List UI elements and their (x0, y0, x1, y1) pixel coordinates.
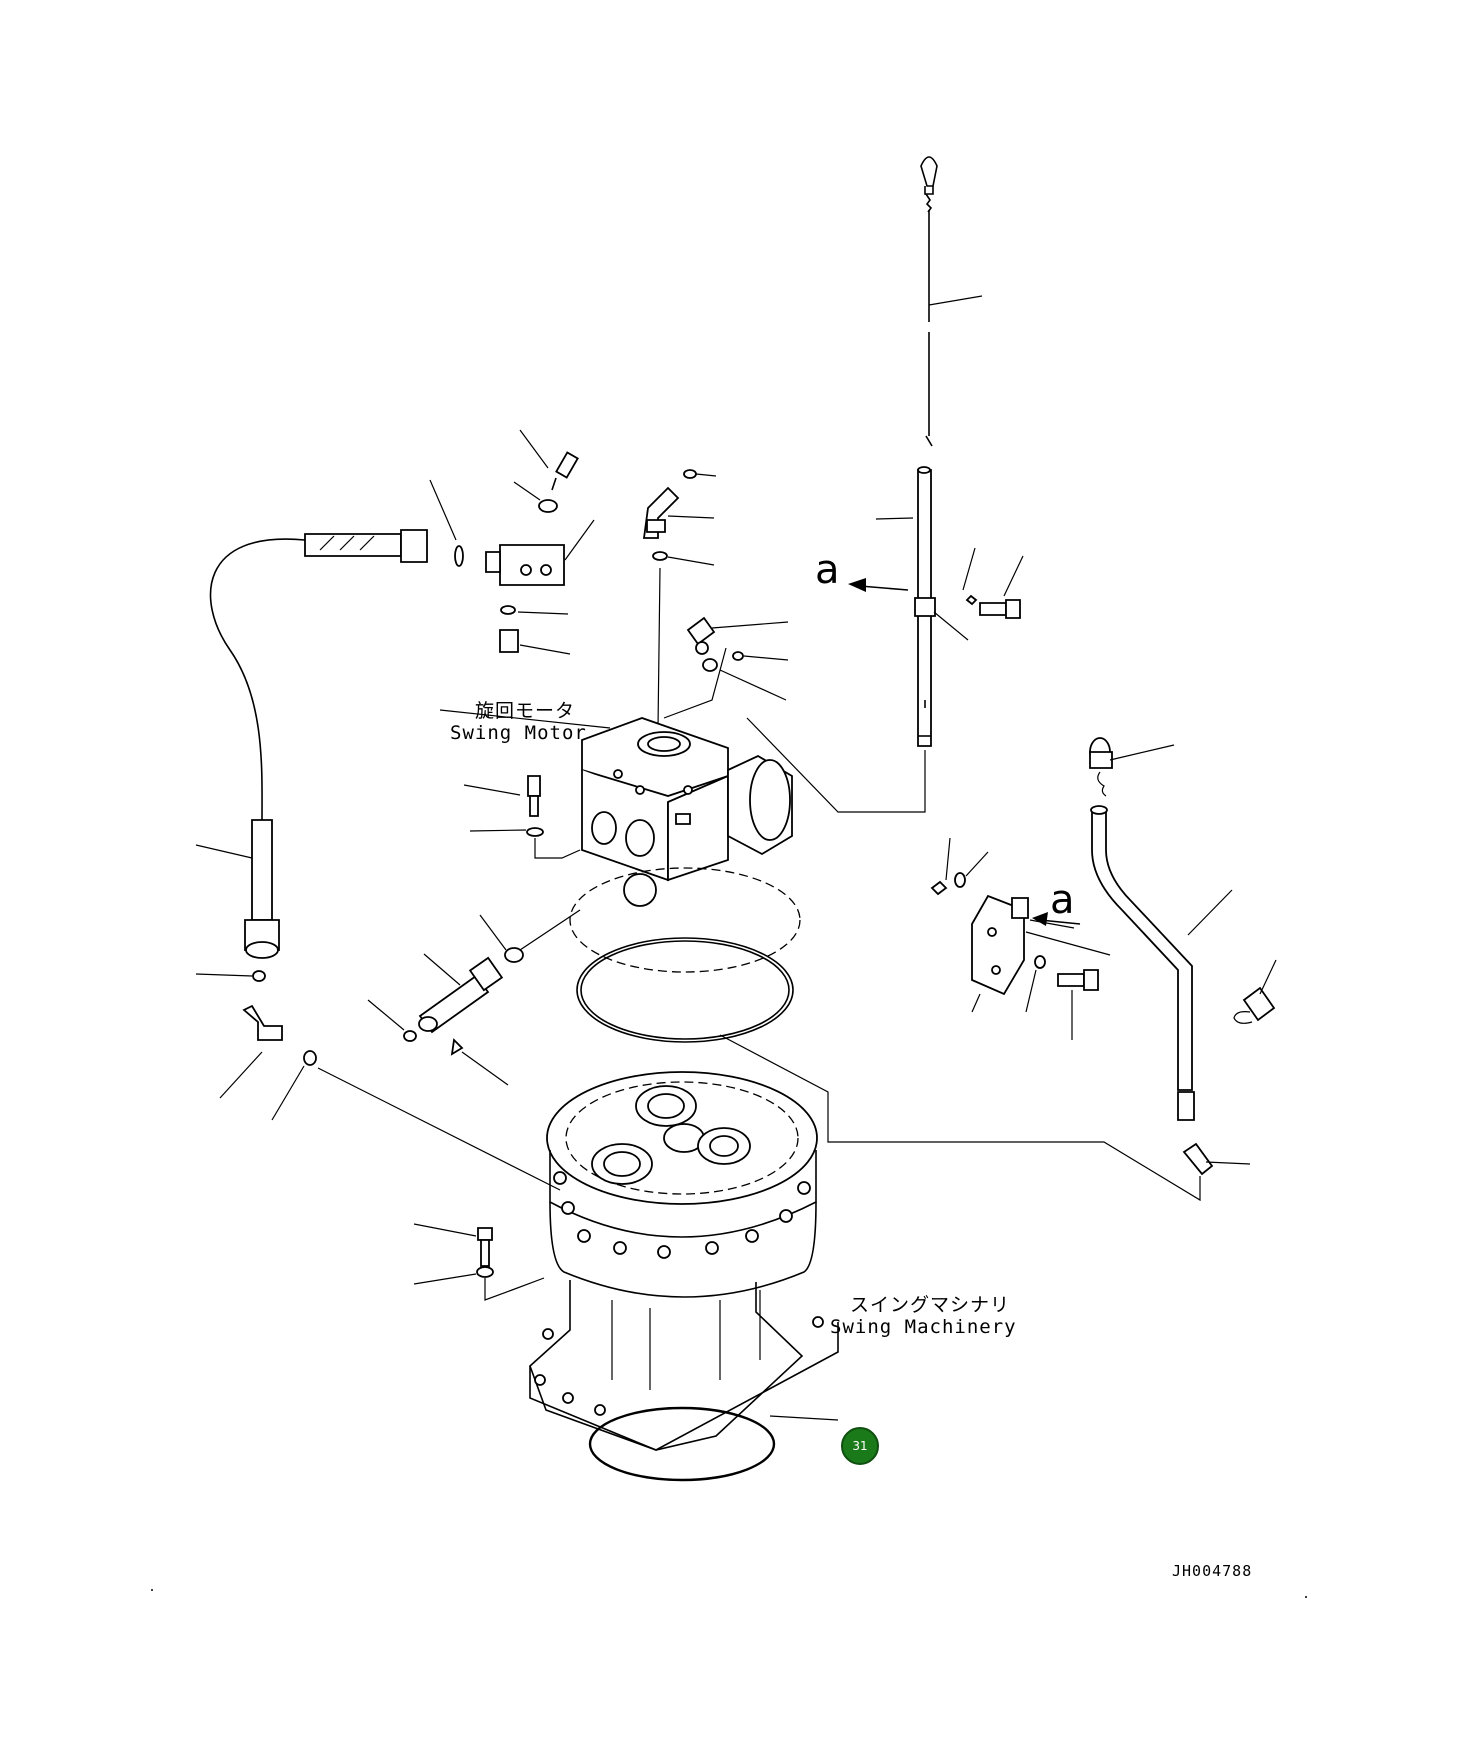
relief-fitting (196, 954, 560, 1190)
breather-pipe (720, 738, 1276, 1200)
dipstick (921, 157, 982, 446)
side-fitting (664, 618, 788, 718)
view-arrows (848, 578, 1080, 926)
guide-pipe (747, 467, 1023, 812)
view-label-a-bracket: a (1050, 877, 1075, 923)
view-label-a-top: a (815, 547, 840, 593)
swing-motor-label-en: Swing Motor (450, 722, 587, 744)
hose-assembly (196, 480, 463, 958)
port-block (486, 430, 594, 654)
swing-motor (440, 710, 800, 1042)
swing-machinery-label-en: Swing Machinery (830, 1316, 1017, 1338)
swing-motor-label-jp: 旋回モータ (475, 700, 576, 722)
part-callout-31[interactable]: 31 (841, 1427, 879, 1465)
swing-machinery-label-jp: スイングマシナリ (850, 1294, 1011, 1316)
view-arrow-top-head (848, 578, 866, 592)
view-arrow-bracket-head (1032, 912, 1048, 926)
bracket (932, 838, 1110, 1040)
elbow-fitting-top (644, 470, 716, 728)
swing-machinery (414, 1072, 838, 1480)
drawing-code: JH004788 (1172, 1562, 1253, 1580)
